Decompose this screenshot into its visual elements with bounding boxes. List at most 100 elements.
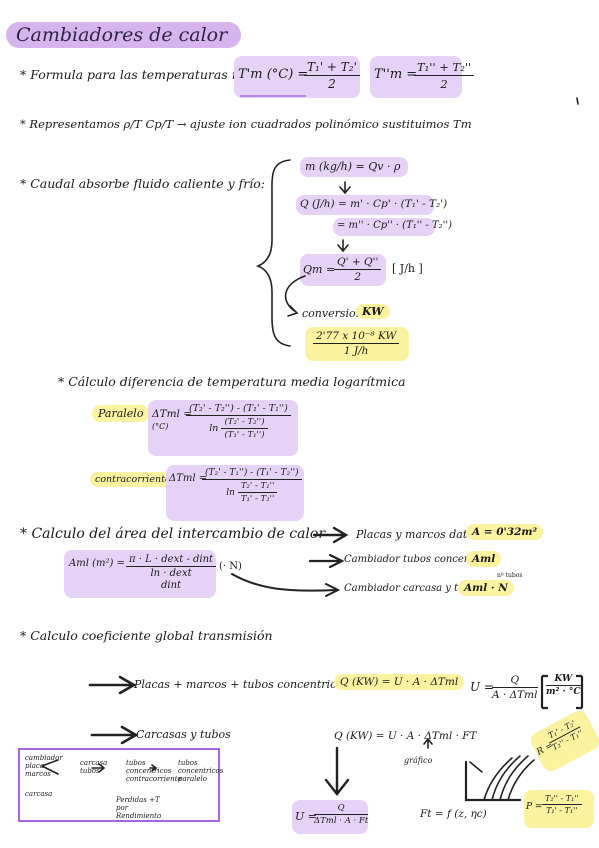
coef-row1-eq: Q (KW) = U · A · ΔTml	[334, 674, 465, 690]
lmtd-label: * Cálculo diferencia de temperatura medi…	[58, 374, 406, 389]
coef-p-box: P = T₂'' - T₁'' T₁' - T₁''	[524, 790, 594, 828]
lmtd-paralelo-den: ln (T₂' - T₂'') (T₁' - T₁'')	[186, 416, 291, 440]
coef-row1-label: Placas + marcos + tubos concentricos	[134, 678, 349, 691]
caudal-conversion-label: conversion	[302, 307, 363, 320]
area-aml-note: (· N)	[219, 561, 242, 572]
coef-u1-den: A · ΔTml	[492, 689, 538, 701]
lmtd-paralelo-ln-fraction: (T₂' - T₂'') (T₁' - T₁'')	[221, 417, 268, 440]
coef-u2-lhs: U =	[295, 810, 317, 823]
area-arrow1	[312, 526, 349, 544]
flow-box-c1: cambiador placa marcos	[25, 754, 63, 778]
coef-u2-fraction: Q ΔTml · A · Ft	[314, 803, 369, 826]
lmtd-paralelo-fraction: (T₂' - T₂'') - (T₁' - T₁'') ln (T₂' - T₂…	[186, 403, 291, 440]
coef-u1-unit-num: KW	[546, 674, 581, 686]
caudal-arrow-2	[337, 239, 349, 253]
lmtd-contracorriente-den: ln T₂' - T₁'' T₁' - T₂''	[202, 480, 302, 504]
area-arrow1-label: Placas y marcos dato	[356, 528, 474, 541]
lmtd-paralelo-label: Paralelo	[92, 405, 150, 422]
caudal-brace	[255, 159, 291, 347]
coef-row2-label: Carcasas y tubos	[136, 728, 231, 741]
flow-box-c4: tubos concentricos paralelo	[178, 759, 224, 783]
formula-tm1-num: T₁' + T₂'	[304, 60, 360, 76]
graph-curve-1	[483, 757, 513, 801]
formula-tm2-box: T''m = T₁'' + T₂'' 2	[370, 56, 475, 98]
graph-curve-2	[491, 755, 521, 801]
coef-u1-bracket	[540, 674, 584, 710]
lmtd-paralelo-ln: ln	[209, 423, 219, 434]
caudal-eq2-box: Q (J/h) = m' · Cp' · (T₁' - T₂')	[296, 195, 447, 215]
caudal-conversion-arrow	[284, 275, 306, 317]
flow-box: cambiador placa marcos carcasa carcasa t…	[18, 748, 224, 822]
area-aml-den-line2: dint	[161, 580, 182, 591]
lmtd-contracorriente-ln: ln	[226, 488, 235, 498]
flow-box-c3: tubos concentricos contracorriente	[126, 759, 182, 783]
coef-p-den: T₁' - T₁''	[546, 806, 578, 815]
caudal-qm-unit: [ J/h ]	[392, 262, 423, 275]
lmtd-contracorriente-ln-fraction: T₂' - T₁'' T₁' - T₂''	[237, 481, 278, 504]
caudal-eq3: = m'' · Cp'' · (T₁'' - T₂'')	[337, 220, 453, 231]
caudal-qm-box: Qm = Q' + Q'' 2	[300, 254, 386, 286]
graph-tick	[469, 761, 483, 773]
lmtd-contracorriente-ln-den: T₁' - T₂''	[240, 494, 275, 504]
lmtd-paralelo-unit: (°C)	[152, 422, 169, 431]
lmtd-paralelo-lhs: ΔTml =	[152, 408, 193, 420]
coef-u1-lhs: U =	[470, 680, 494, 694]
coef-u2-box: U = Q ΔTml · A · Ft	[292, 800, 369, 834]
flow-box-arrow-1	[41, 759, 59, 775]
coef-row2-eq: Q (KW) = U · A · ΔTml · FT	[334, 730, 477, 742]
caudal-qm-den: 2	[354, 271, 362, 283]
formula-tm1-lhs: T'm (°C) =	[238, 67, 309, 82]
coef-p-lhs: P =	[526, 802, 543, 812]
caudal-conversion-fraction: 2'77 x 10⁻⁸ KW 1 J/h	[313, 330, 400, 357]
graph-curve-3	[499, 755, 529, 801]
caudal-arrow-1	[339, 181, 351, 195]
page-title: Cambiadores de calor	[6, 22, 242, 48]
lmtd-paralelo-box: ΔTml = (°C) (T₂' - T₂'') - (T₁' - T₁'') …	[148, 400, 298, 456]
area-arrow3	[231, 573, 341, 597]
coef-row1-arrow	[88, 675, 137, 695]
caudal-label: * Caudal absorbe fluido caliente y frío:	[20, 176, 266, 191]
coef-p-num: T₂'' - T₁''	[542, 794, 582, 805]
area-arrow2	[308, 553, 345, 569]
area-arrow2-label: Cambiador tubos concentricos	[344, 554, 499, 565]
lmtd-contracorriente-num: (T₂' - T₁'') - (T₁' - T₂'')	[202, 468, 302, 480]
flow-box-c2: carcasa tubos	[80, 759, 108, 775]
lmtd-contracorriente-lhs: ΔTml =	[169, 473, 208, 484]
caudal-conversion-unit: KW	[356, 304, 390, 319]
flow-box-c1b: carcasa	[25, 790, 53, 798]
area-aml-box: Aml (m²) = π · L · dext - dint ln · dext…	[64, 550, 217, 598]
area-aml-den-line1: ln · dext	[150, 568, 192, 579]
graph-curve-4	[507, 759, 535, 801]
area-arrow2-value: Aml	[466, 551, 502, 567]
lmtd-paralelo-ln-den: (T₁' - T₁'')	[224, 430, 265, 440]
coef-down-arrow	[324, 746, 350, 796]
formula-tm1-box: T'm (°C) = T₁' + T₂' 2	[234, 56, 360, 98]
formula-tm2-fraction: T₁'' + T₂'' 2	[414, 60, 475, 91]
caudal-eq2: Q (J/h) = m' · Cp' · (T₁' - T₂')	[300, 198, 448, 210]
caudal-conversion-factor-box: 2'77 x 10⁻⁸ KW 1 J/h	[305, 327, 409, 361]
caudal-qm-lhs: Qm =	[303, 263, 336, 276]
coef-u1-box: U = Q A · ΔTml KW m² · °C	[468, 670, 582, 710]
caudal-qm-fraction: Q' + Q'' 2	[334, 256, 382, 283]
coef-u1-num: Q	[492, 674, 538, 688]
area-aml-num: π · L · dext - dint	[126, 554, 217, 567]
flow-box-c5: Perdidas +T por Rendimiento	[116, 796, 162, 820]
formula-label: * Formula para las temperaturas medias	[20, 67, 277, 82]
caudal-eq1-box: m (kg/h) = Qv · ρ	[300, 157, 408, 177]
area-label: * Calculo del área del intercambio de ca…	[20, 526, 326, 542]
coef-u1-fraction: Q A · ΔTml	[492, 674, 538, 701]
formula-tm2-lhs: T''m =	[374, 67, 418, 82]
coef-u2-den: ΔTml · A · Ft	[314, 816, 369, 826]
area-aml-den: ln · dext dint	[126, 567, 216, 592]
caudal-conversion-den: 1 J/h	[343, 345, 369, 357]
lmtd-contracorriente-fraction: (T₂' - T₁'') - (T₁' - T₂'') ln T₂' - T₁'…	[202, 468, 302, 504]
stray-mark	[576, 97, 579, 105]
coef-u2-num: Q	[314, 803, 369, 815]
lmtd-paralelo-num: (T₂' - T₂'') - (T₁' - T₁'')	[186, 403, 291, 416]
coef-u1-unit-den: m² · °C	[546, 687, 581, 697]
coef-ft-eq: Ft = f (z, ηc)	[420, 808, 487, 820]
lmtd-contracorriente-box: ΔTml = (T₂' - T₁'') - (T₁' - T₂'') ln T₂…	[166, 465, 304, 521]
coef-label: * Calculo coeficiente global transmisión	[20, 628, 273, 643]
caudal-eq3-box: = m'' · Cp'' · (T₁'' - T₂'')	[333, 218, 452, 236]
